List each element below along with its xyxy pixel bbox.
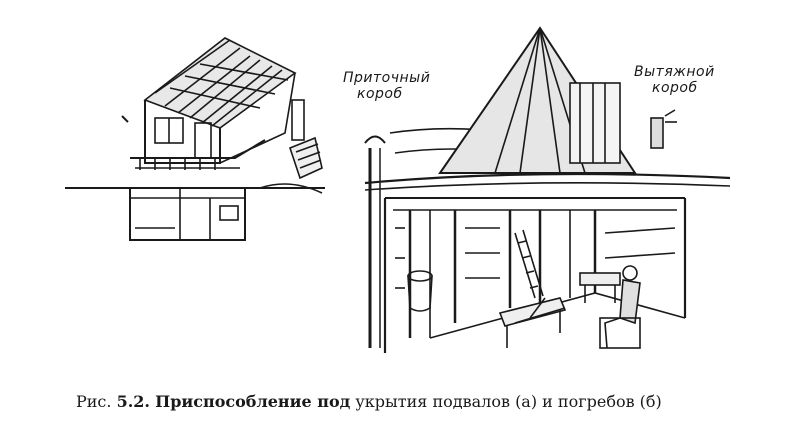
caption-rest: укрытия подвалов (а) и погребов (б) xyxy=(355,392,662,411)
caption-title: Приспособление под xyxy=(155,392,351,411)
figure-caption: Рис. 5.2. Приспособление под укрытия под… xyxy=(76,392,776,411)
house-basement-illustration xyxy=(65,37,325,241)
caption-prefix: Рис. xyxy=(76,392,112,411)
cellar-shelter-illustration xyxy=(364,26,731,353)
supply-duct-label-line1: Приточный xyxy=(343,70,431,86)
caption-number: 5.2. xyxy=(116,392,150,411)
supply-duct-label-line2: короб xyxy=(357,86,403,102)
exhaust-duct-label-line2: короб xyxy=(652,80,698,96)
exhaust-duct-label: Вытяжной короб xyxy=(634,64,715,96)
supply-duct-label: Приточный короб xyxy=(343,70,430,102)
exhaust-duct-label-line1: Вытяжной xyxy=(634,64,715,80)
